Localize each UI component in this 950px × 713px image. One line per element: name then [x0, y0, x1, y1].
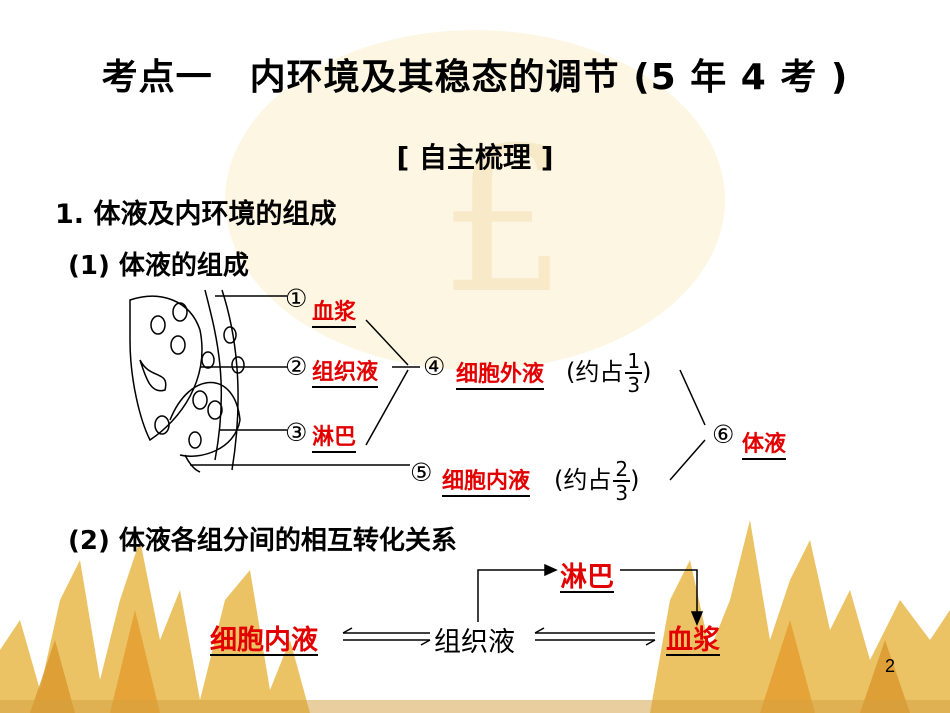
answer-extracellular-fluid: 细胞外液 — [456, 362, 545, 390]
answer-tissue-fluid: 组织液 — [312, 360, 379, 388]
marker-1: ① — [285, 284, 308, 313]
marker-2: ② — [285, 352, 308, 381]
fraction-2-num: 2 — [613, 457, 631, 482]
fraction-1-den: 3 — [627, 373, 641, 397]
heading-body-fluid: 1. 体液及内环境的组成 — [55, 199, 337, 230]
marker-6: ⑥ — [712, 420, 735, 449]
approx-close-1: ) — [642, 358, 652, 386]
relation-intracellular: 细胞内液 — [210, 625, 318, 656]
svg-text:£: £ — [440, 105, 567, 338]
relation-arrows — [342, 563, 704, 646]
answer-intracellular-fluid: 细胞内液 — [442, 469, 531, 497]
marker-4: ④ — [423, 352, 446, 381]
heading-relation: (2) 体液各组分间的相互转化关系 — [68, 526, 457, 556]
relation-tissue-fluid: 组织液 — [434, 627, 515, 658]
relation-lymph: 淋巴 — [560, 562, 614, 593]
answer-plasma: 血浆 — [312, 300, 357, 328]
approx-label-2: (约占 — [554, 466, 612, 494]
section-subtitle: [ 自主梳理 ] — [396, 141, 554, 174]
page-number: 2 — [884, 656, 895, 676]
marker-3: ③ — [285, 418, 308, 447]
answer-body-fluid: 体液 — [742, 432, 787, 460]
marker-5: ⑤ — [410, 458, 433, 487]
approx-label-1: (约占 — [566, 358, 624, 386]
approx-close-2: ) — [630, 466, 640, 494]
answer-lymph: 淋巴 — [312, 425, 357, 453]
fraction-2-den: 3 — [615, 481, 629, 505]
fraction-1-num: 1 — [625, 349, 643, 374]
heading-composition: (1) 体液的组成 — [68, 251, 249, 281]
relation-plasma: 血浆 — [666, 625, 720, 656]
tissue-sketch — [129, 289, 245, 473]
page-title: 考点一 内环境及其稳态的调节 (5 年 4 考 ) — [101, 57, 849, 98]
